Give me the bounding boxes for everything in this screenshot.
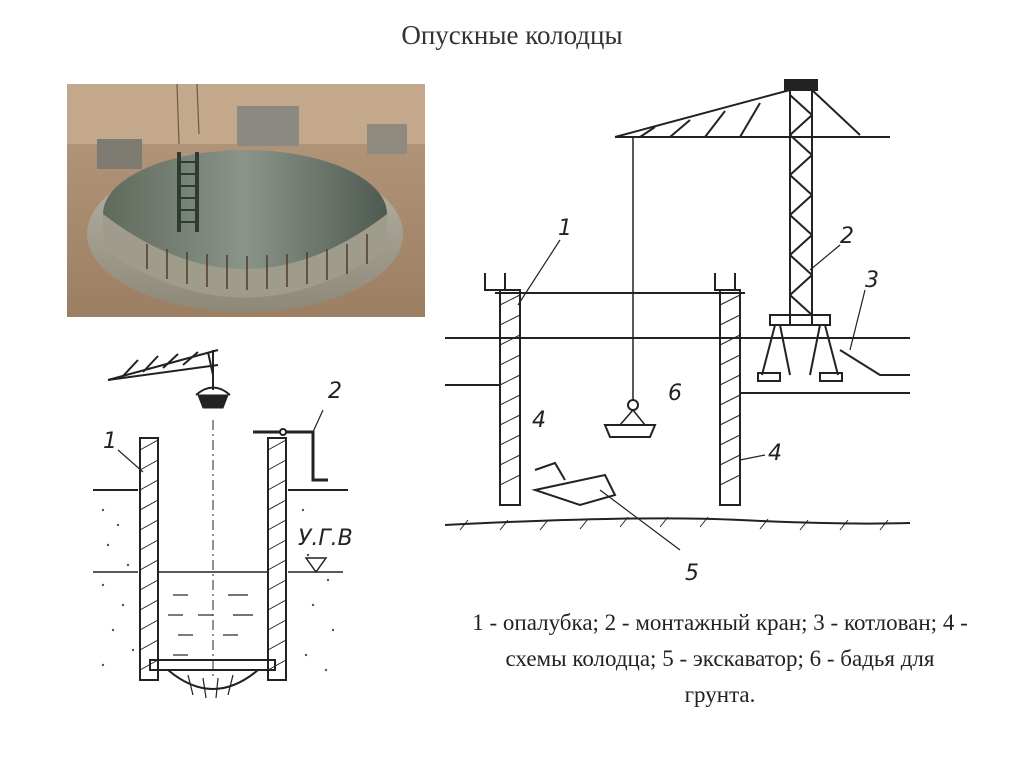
slide-title: Опускные колодцы <box>401 20 623 50</box>
right-label-4-outer: 4 <box>768 441 782 466</box>
tower-crane-icon <box>614 79 890 382</box>
crane-jib-icon <box>107 349 219 390</box>
right-label-2: 2 <box>840 224 854 249</box>
right-label-4-inner: 4 <box>532 408 546 433</box>
legend-text: 1 - опалубка; 2 - монтажный кран; 3 - ко… <box>472 610 968 707</box>
left-label-2: 2 <box>328 379 342 404</box>
crane-pit-diagram: 1 2 3 4 4 5 6 <box>444 79 911 586</box>
bucket-icon <box>197 394 229 409</box>
right-label-3: 3 <box>865 268 879 293</box>
right-label-5: 5 <box>685 561 699 586</box>
right-label-6: 6 <box>668 381 682 406</box>
caisson-photo <box>67 84 425 317</box>
excavator-icon <box>531 473 617 507</box>
water-table-label: У.Г.В <box>298 526 353 551</box>
caisson-section-diagram: 1 2 У.Г.В <box>93 349 353 699</box>
left-label-1: 1 <box>103 429 117 454</box>
right-label-1: 1 <box>558 216 572 241</box>
